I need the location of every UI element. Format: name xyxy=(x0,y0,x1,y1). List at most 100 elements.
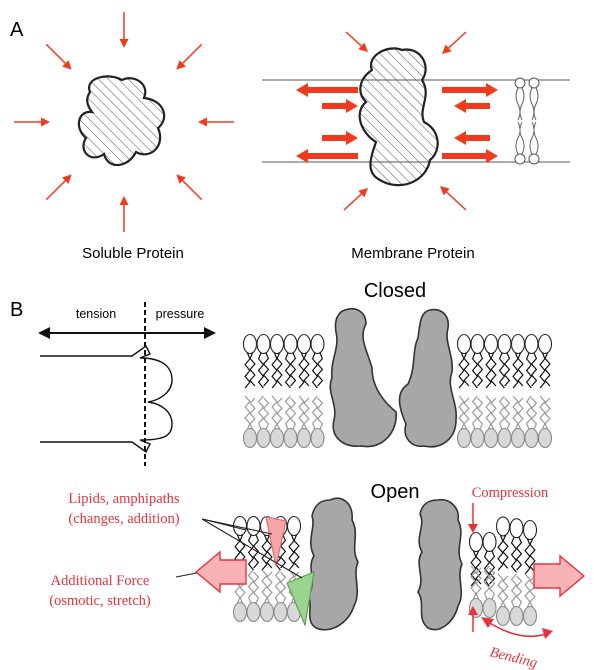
lipid-tail-upper xyxy=(284,352,292,389)
pressure-arrow-right xyxy=(454,131,490,145)
pressure-arrow-right xyxy=(454,99,490,113)
lipid-tail-upper xyxy=(463,352,470,387)
lipid-head-lower xyxy=(456,427,472,449)
lipids-label-line1: Lipids, amphipaths xyxy=(68,491,180,507)
lipid-head-lower xyxy=(509,605,524,627)
lipid-tail xyxy=(529,87,535,121)
tension-label: tension xyxy=(76,307,116,321)
pressure-arrow-head xyxy=(176,174,186,184)
lipid-head-lower xyxy=(296,427,312,449)
lipid-tail-upper xyxy=(458,352,465,389)
lipid-tail xyxy=(519,121,525,155)
lipids-label-line2: (changes, addition) xyxy=(68,511,179,527)
lipid-head-lower xyxy=(273,601,288,623)
lipid-tail-lower xyxy=(458,395,465,430)
pressure-arrow xyxy=(345,31,362,47)
lipid-tail-upper xyxy=(288,534,295,571)
pressure-arrow xyxy=(182,180,203,201)
mini-lipid-bilayer-icon xyxy=(514,77,540,165)
lipid-head xyxy=(528,153,540,165)
lipid-tail-lower xyxy=(257,395,265,430)
lipid-head-lower xyxy=(522,605,538,627)
tension-pressure-double-arrow xyxy=(38,327,216,339)
lipid-tail-lower xyxy=(247,569,255,604)
lipid-head-upper xyxy=(456,333,472,355)
pressure-arrow-left xyxy=(322,131,358,145)
compression-arrows xyxy=(468,503,478,632)
open-channel-right-half xyxy=(417,498,463,631)
lipid-tail-lower xyxy=(261,569,268,604)
lipid-tail-upper xyxy=(485,352,492,389)
lipid-tail-lower xyxy=(544,397,551,430)
lipid-tail-upper xyxy=(266,534,273,569)
lipid-head xyxy=(514,77,526,89)
closed-lipid-bilayer xyxy=(242,333,553,449)
lipid-tail-upper xyxy=(517,352,524,387)
lipid-tail-upper xyxy=(529,538,536,573)
pressure-profile-curve xyxy=(40,344,173,454)
lipid-head-lower xyxy=(537,427,553,449)
right-force-arrow xyxy=(533,554,586,598)
open-state-title: Open xyxy=(371,481,420,503)
lipid-head-upper xyxy=(256,333,271,355)
lipid-head-upper xyxy=(497,333,512,355)
lipid-tail-lower xyxy=(512,395,519,430)
bending-arrow xyxy=(481,617,553,639)
pressure-arrow-left xyxy=(322,99,358,113)
lipid-head-lower xyxy=(232,601,248,623)
lipid-tail-upper xyxy=(262,352,270,387)
lipid-tail-lower xyxy=(497,573,504,608)
lipid-tail-lower xyxy=(503,397,511,430)
lipid-tail-upper xyxy=(475,550,482,585)
lipid-head-upper xyxy=(509,518,524,539)
lipid-tail-lower xyxy=(311,395,319,430)
lipid-tail-upper xyxy=(525,352,533,389)
lipid-tail-upper xyxy=(276,352,283,387)
pressure-arrow-head xyxy=(119,196,129,205)
lipid-tail-lower xyxy=(498,395,506,430)
lipid-tail xyxy=(515,87,521,121)
lipid-tail-upper xyxy=(279,534,287,569)
soluble-protein-shape xyxy=(77,75,166,167)
lipid-tail-upper xyxy=(252,534,260,569)
pressure-arrow-head xyxy=(198,117,207,127)
lipid-tail-lower xyxy=(510,573,518,608)
lipid-tail-upper xyxy=(311,352,319,389)
lipid-tail-upper xyxy=(303,352,310,387)
lipid-tail-lower xyxy=(485,395,492,430)
lipid-head-upper xyxy=(495,516,511,537)
lipid-tail-lower xyxy=(262,397,270,430)
lipid-head-upper xyxy=(242,333,258,355)
lipid-head-upper xyxy=(310,333,325,355)
lipids-pointer-lines xyxy=(201,518,303,579)
pressure-arrow-head xyxy=(442,44,452,54)
panel-a-label: A xyxy=(10,19,24,41)
lipid-tail xyxy=(519,87,525,121)
lipid-head-upper xyxy=(283,333,298,355)
lipid-head-lower xyxy=(470,427,485,449)
lipid-tail-upper xyxy=(244,352,251,389)
lipid-tail-upper xyxy=(515,536,523,571)
tension-arrow-right xyxy=(442,83,498,97)
open-lipid-bilayer xyxy=(232,515,538,627)
lipid-tail-upper xyxy=(539,352,546,389)
lipid-tail-upper xyxy=(524,538,531,575)
lipid-head-lower xyxy=(310,427,325,449)
lipid-tail-lower xyxy=(483,565,491,600)
lipid-tail xyxy=(533,87,539,121)
lipid-head-upper xyxy=(468,531,484,553)
pressure-arrow xyxy=(182,43,203,64)
pressure-arrow-head xyxy=(119,39,129,48)
lipid-tail-upper xyxy=(498,352,506,389)
lipid-head-lower xyxy=(256,427,271,449)
lipid-tail-lower xyxy=(274,569,282,604)
pressure-arrow xyxy=(343,193,362,211)
tension-arrow-right xyxy=(442,149,498,163)
lipid-tail-lower xyxy=(463,397,470,430)
lipid-tail-lower xyxy=(515,575,523,608)
lipid-tail xyxy=(515,121,521,155)
lipid-tail-lower xyxy=(502,575,509,608)
lipid-tail-lower xyxy=(303,397,310,430)
force-label-line1: Additional Force xyxy=(51,573,150,589)
